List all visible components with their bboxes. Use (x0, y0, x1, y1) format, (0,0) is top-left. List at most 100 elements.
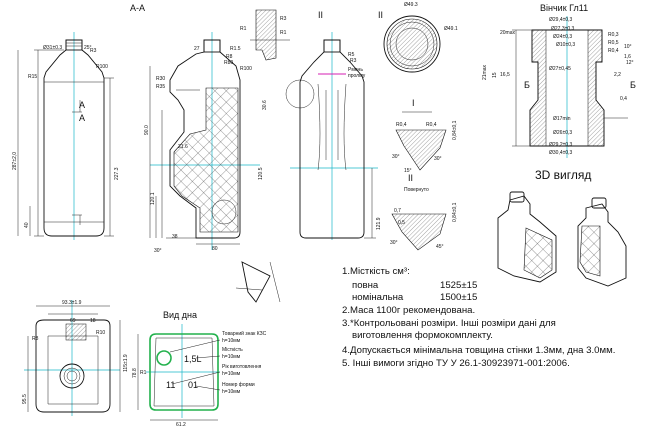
aperture-dim: Ø17min (553, 116, 571, 122)
note-3a: 3.*Контрольовані розміри. Інші розміри д… (342, 318, 556, 329)
section-aa-view: А-А R30 R35 R100 R1.5 R80 R8 90.0 120.1 … (130, 3, 281, 303)
bottom-label: Місткість (222, 347, 243, 353)
aperture-dim: 20max (500, 30, 516, 36)
neck-dim: Ø49.3 (404, 2, 418, 8)
aperture-dim: Ø29,4±0,3 (549, 17, 573, 23)
side-dim: 120.1 (150, 192, 156, 205)
aperture-dim: 15 (492, 72, 498, 78)
thread-dim: R1 (240, 26, 247, 32)
side-dim: R80 (224, 60, 233, 66)
note-3b: виготовлення формокомплекту. (352, 330, 493, 341)
cut-marker-b: Б (524, 80, 530, 90)
section-dim: 30° (392, 154, 400, 160)
aperture-dim: Ø10±0,3 (556, 42, 575, 48)
side-dim: R1.5 (230, 46, 241, 52)
bottom-label: Рік виготовлення (222, 364, 262, 370)
section-dim: 0,84±0,1 (452, 120, 458, 140)
aperture-dim: 2,2 (614, 72, 621, 78)
cut-marker-a: А (79, 113, 85, 123)
aperture-dim: 0,4 (620, 96, 627, 102)
aperture-dim: R0,4 (608, 48, 619, 54)
view-3d-title: 3D вигляд (535, 168, 591, 182)
aperture-dim: Ø30,4±0,3 (549, 150, 573, 156)
bottom-height: h=10мм (222, 371, 241, 377)
note-4: 4.Допускається мінімальна товщина стінки… (342, 345, 615, 356)
aperture-detail: Вінчик Гл11 Ø29,4±0,3 Ø27,3±0,3 Ø24±0,3 … (482, 3, 636, 158)
section-dim: 0,7 (394, 208, 401, 214)
ring-label: Рмень (348, 67, 363, 73)
side-dim: R100 (240, 66, 252, 72)
side-dim: 80 (212, 246, 218, 252)
bottom-height: h=10мм (222, 338, 241, 344)
side-dim: R35 (156, 84, 165, 90)
top-dim: 95.5 (22, 394, 28, 404)
front-dim: R100 (96, 64, 108, 70)
section-dim: R0,4 (426, 122, 437, 128)
bottom-view-title: Вид дна (163, 310, 197, 320)
top-dim: R10 (96, 330, 105, 336)
top-dim: 69 (70, 318, 76, 324)
thread-dim: R3 (280, 16, 287, 22)
bottom-mark: 11 (166, 380, 175, 390)
side-dim: 90.0 (144, 125, 150, 135)
right-dim: 121.9 (376, 217, 382, 230)
section-marker: ІІ (318, 10, 323, 20)
section-dim: R0,4 (396, 122, 407, 128)
front-dim: Ø31±0.3 (43, 45, 62, 51)
aperture-dim: 1,6 (624, 54, 631, 60)
top-view: 93.3±1.9 69 18 R10 R8 115±1.9 95.5 (22, 300, 129, 416)
front-view: Ø31±0.3 R15 R3 R100 25° 287±2,0 227.3 40… (12, 32, 120, 240)
aperture-dim: 12° (626, 60, 634, 66)
bottom-mark: 1,5L (184, 354, 202, 364)
section-dim: 45° (436, 244, 444, 250)
aperture-title: Вінчик Гл11 (540, 3, 588, 13)
aperture-dim: 10° (624, 44, 632, 50)
top-dim: R8 (32, 336, 39, 342)
top-dim: 18 (90, 318, 96, 324)
section-dim: 0,5 (398, 220, 405, 226)
note-1b-label: номінальна (352, 292, 404, 303)
bottom-view: Вид дна 1,5L 11 01 78.8 R1 61.2 Товарний… (132, 310, 267, 428)
aperture-dim: Ø24±0,3 (553, 34, 572, 40)
right-dim: 120.5 (258, 167, 264, 180)
aperture-dim: Ø26±0,3 (553, 130, 572, 136)
front-dim: 40 (24, 222, 30, 228)
side-dim: 21.6 (178, 144, 188, 150)
front-dim: 287±2,0 (12, 152, 18, 170)
bottom-dim: R1 (140, 370, 147, 376)
note-1b-value: 1500±15 (440, 292, 477, 303)
section-dim: 0,84±0,1 (452, 202, 458, 222)
side-dim: R8 (226, 54, 233, 60)
bottom-height: h=10мм (222, 354, 241, 360)
top-dim: 93.3±1.9 (62, 300, 82, 306)
right-dim: 30.6 (262, 100, 268, 110)
aperture-dim: 16,5 (500, 72, 510, 78)
neck-section: ІІ Ø49.3 Ø49.1 (378, 2, 458, 73)
cut-marker-b: Б (630, 80, 636, 90)
turned-label: Повернуто (404, 187, 429, 193)
aperture-dim: 21max (482, 64, 488, 80)
section-marker: ІІ (408, 173, 413, 183)
note-5: 5. Інші вимоги згідно ТУ У 26.1-30923971… (342, 358, 570, 369)
right-dim: R3 (350, 58, 357, 64)
side-dim: 38 (172, 234, 178, 240)
small-section-II: ІІ Повернуто 0,7 0,5 0,84±0,1 45° 30° (390, 173, 458, 251)
section-dim: 15° (404, 168, 412, 174)
notes-block: 1.Місткість см³: повна 1525±15 номінальн… (342, 266, 615, 369)
aperture-dim: Ø27±0,45 (549, 66, 571, 72)
bottom-label: Товарний знак КЗС (222, 330, 267, 337)
section-dim: 30° (390, 240, 398, 246)
note-1a-value: 1525±15 (440, 280, 477, 291)
section-dim: 30° (434, 156, 442, 162)
section-marker: І (412, 98, 415, 108)
small-section-I: І R0,4 R0,4 0,84±0,1 30° 30° 15° (392, 98, 458, 174)
front-dim: 227.3 (114, 167, 120, 180)
note-2: 2.Маса 1100г рекомендована. (342, 305, 475, 316)
thread-dim: R1 (280, 30, 287, 36)
note-1a-label: повна (352, 280, 379, 291)
aperture-dim: Ø27,3±0,3 (551, 26, 575, 32)
cut-marker-a: А (79, 100, 85, 110)
front-dim: 25° (84, 45, 92, 51)
right-view: Рмень проліву R5 R3 121.9 120.5 30.6 ІІ (258, 10, 382, 240)
bottom-dim: 78.8 (132, 368, 138, 378)
